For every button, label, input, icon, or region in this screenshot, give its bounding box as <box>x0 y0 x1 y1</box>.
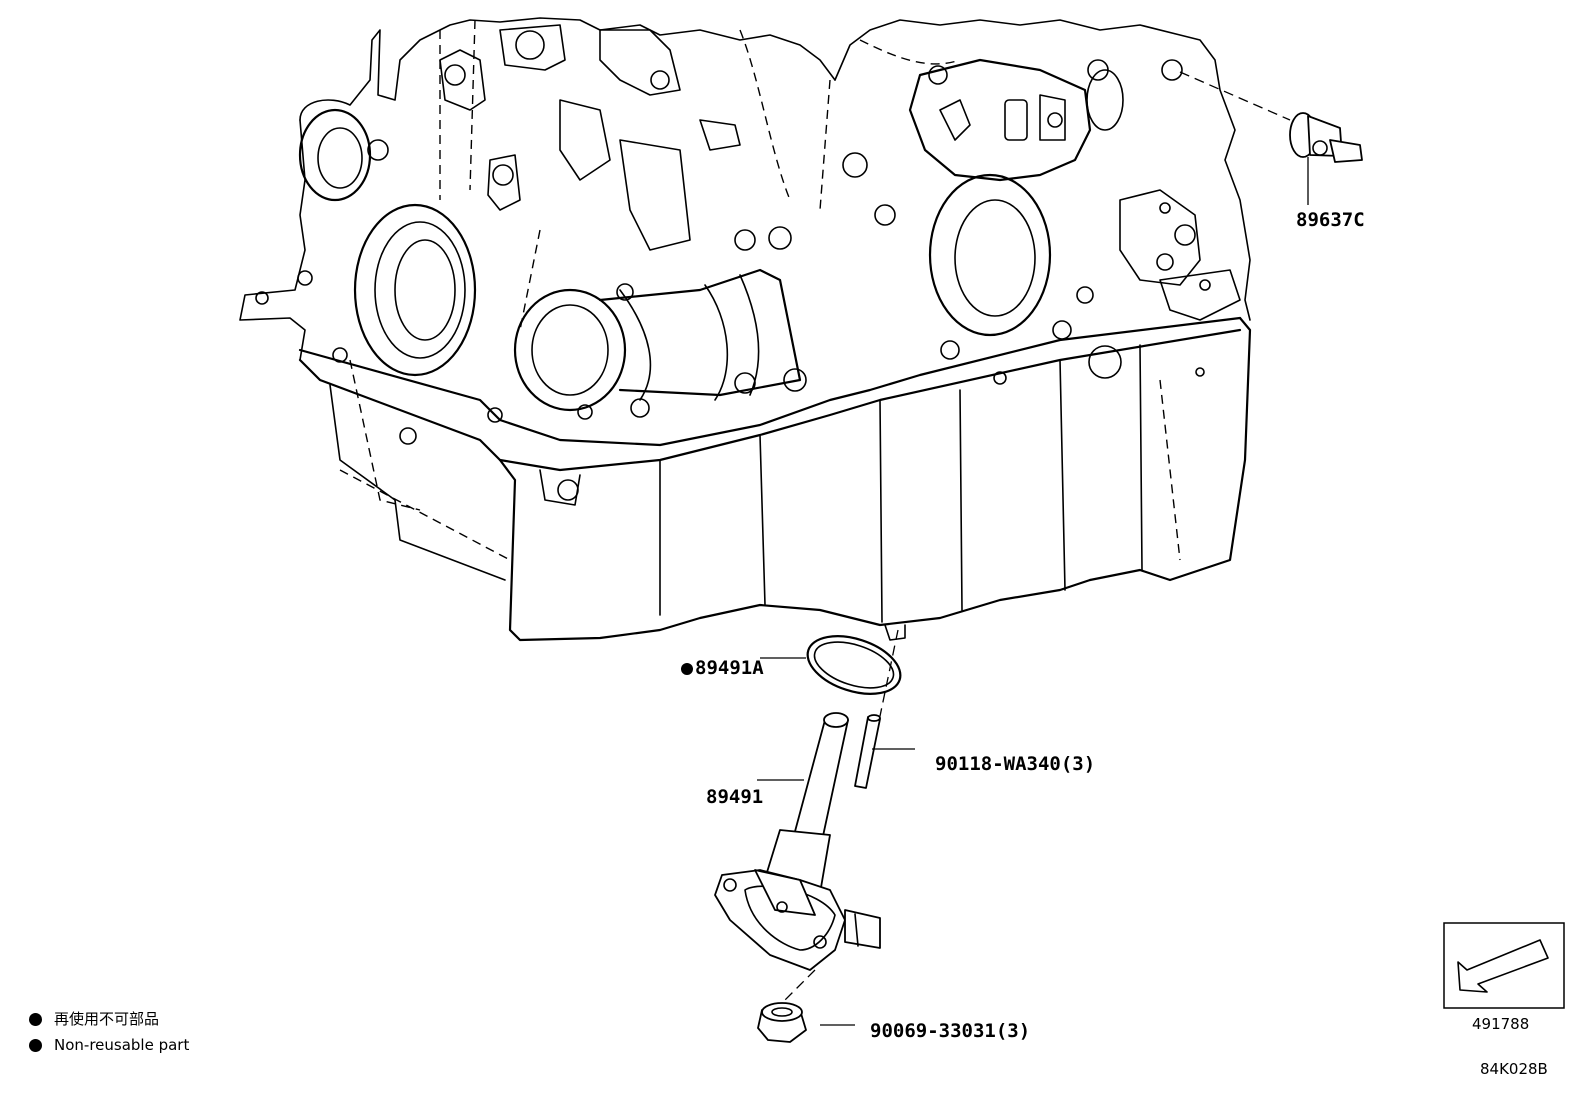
callout-89491a-text: 89491A <box>695 657 764 679</box>
orientation-box <box>1443 922 1565 1009</box>
orientation-box-code: 491788 <box>1472 1015 1530 1033</box>
legend-en: Non-reusable part <box>29 1038 189 1053</box>
legend-dot <box>29 1013 42 1026</box>
callout-89491: 89491 <box>706 786 764 808</box>
callout-90118: 90118-WA340(3) <box>935 753 1096 775</box>
callout-89491a: 89491A <box>681 659 764 678</box>
figure-code: 84K028B <box>1480 1060 1548 1078</box>
oil-level-sensor-89491-drawing <box>714 629 899 971</box>
legend-en-text: Non-reusable part <box>54 1036 190 1054</box>
nut-90069-drawing <box>757 969 855 1043</box>
gasket-89491a-drawing <box>760 635 902 695</box>
engine-block <box>239 17 1251 511</box>
bolt-90118-drawing <box>854 714 915 789</box>
oil-pan <box>298 316 1252 642</box>
sensor-89637c-drawing <box>1179 71 1363 205</box>
callout-90069: 90069-33031(3) <box>870 1020 1031 1042</box>
legend-dot <box>29 1039 42 1052</box>
legend-jp-text: 再使用不可部品 <box>54 1010 160 1028</box>
non-reusable-marker <box>681 662 693 675</box>
legend-jp: 再使用不可部品 <box>29 1012 159 1027</box>
callout-89637c: 89637C <box>1296 209 1365 231</box>
